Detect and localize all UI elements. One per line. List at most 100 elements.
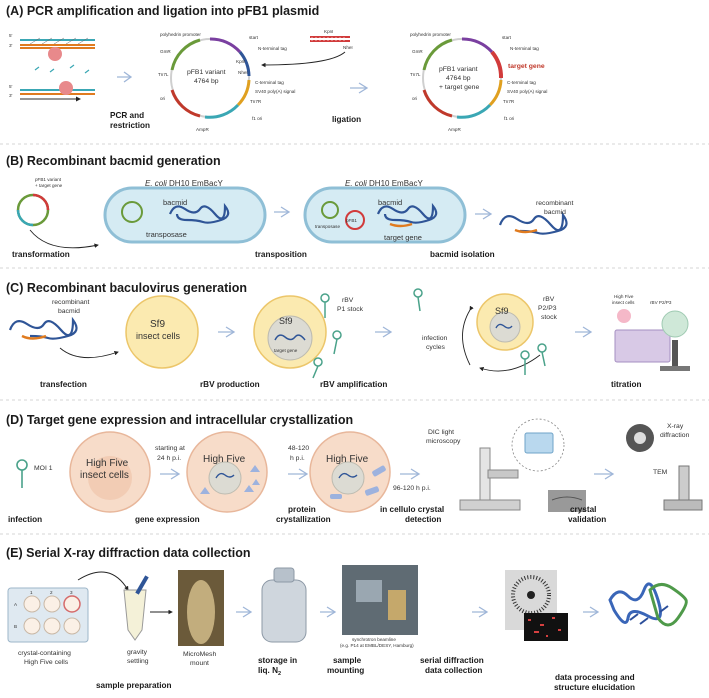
step-transformation: transformation: [12, 250, 70, 259]
step-serial-diffraction: data collection: [425, 666, 482, 675]
recombinant-bacmid-c: recombinant bacmid: [8, 299, 119, 358]
plasmid-pfb1-target: pFB1 variant 4764 bp + target gene polyh…: [410, 32, 547, 132]
strand-mark: 5': [9, 33, 13, 38]
pfb1-label: pFB1: [346, 218, 357, 223]
step-detection: detection: [405, 515, 441, 524]
section-a-title: (A) PCR amplification and ligation into …: [6, 4, 319, 18]
process-arrow: [350, 82, 369, 94]
step-storage: storage in: [258, 656, 297, 665]
insect-label: insect cells: [80, 470, 129, 481]
process-arrow: [375, 326, 393, 338]
virus-icons: [312, 293, 342, 379]
step-transposition: transposition: [255, 250, 307, 259]
process-arrow: [472, 606, 489, 618]
crystal-cells-label: crystal-containing: [18, 650, 71, 657]
insert-fragment: KpnI NheI: [261, 29, 353, 68]
section-c-title: (C) Recombinant baculovirus generation: [6, 281, 247, 295]
high-five-label: High Five: [203, 454, 246, 465]
p1-label: P1 stock: [337, 306, 364, 313]
xray-label: diffraction: [660, 432, 690, 439]
plasmid-size: 4764 bp: [446, 75, 471, 82]
feature-label: C-terminal tag: [255, 80, 284, 85]
sf9-label: Sf9: [495, 306, 509, 316]
process-arrow: [236, 606, 253, 618]
validation-tools: X-ray diffraction TEM: [626, 423, 703, 511]
process-arrow: [583, 606, 600, 618]
section-d-title: (D) Target gene expression and intracell…: [6, 413, 353, 427]
sf9-cell-1: Sf9 insect cells: [125, 295, 199, 369]
plasmid-size: 4764 bp: [194, 78, 219, 85]
rbv-p23-label: rBV P2/P3: [650, 300, 672, 305]
ecoli-cell-2: E. coli DH10 EmBacY transposase pFB1 bac…: [303, 179, 467, 244]
plate-row: B: [14, 624, 17, 629]
high-five-label: High Five: [86, 458, 129, 469]
insect-label: insect cells: [136, 331, 181, 341]
beamline-label: (e.g. P14 at EMBL/DESY, Hamburg): [340, 643, 414, 648]
sf9-cell-3: Sf9 infection cycles: [422, 293, 541, 372]
step-protein: protein: [288, 505, 316, 514]
step-crystallization: crystallization: [276, 515, 331, 524]
feature-label: N-terminal tag: [258, 46, 287, 51]
recombinant-label: bacmid: [58, 308, 80, 315]
feature-label: start: [502, 35, 512, 40]
micromesh-label: MicroMesh: [183, 651, 216, 658]
pcr-strands: 5' 3' 5' 3': [9, 33, 95, 102]
plate-col: 3: [70, 590, 73, 595]
high-five-cell-2: High Five: [186, 431, 268, 513]
high-five-cell-3: High Five: [309, 431, 391, 513]
feature-label: f1 ori: [504, 116, 514, 121]
step-transfection: transfection: [40, 380, 87, 389]
step-infection: infection: [8, 515, 42, 524]
feature-label: KpnI: [236, 59, 245, 64]
feature-label: Tn7R: [250, 99, 262, 104]
step-serial-diffraction: serial diffraction: [420, 656, 484, 665]
high-five-label: High Five: [326, 454, 369, 465]
transposase-label: transposase: [315, 224, 340, 229]
high-five-cell-1: High Five insect cells: [69, 431, 151, 513]
feature-label: AmpR: [448, 127, 461, 132]
polymerase-icon: [48, 47, 62, 61]
sf9-label: Sf9: [279, 316, 293, 326]
time-label: 24 h p.i.: [157, 455, 181, 462]
feature-label: ori: [160, 96, 165, 101]
titration-setup: High Five insect cells rBV P2/P3: [612, 294, 690, 371]
recombinant-bacmid: recombinant bacmid: [498, 200, 574, 235]
step-validation: validation: [568, 515, 606, 524]
process-arrow: [575, 326, 593, 338]
feature-label: Tn7L: [410, 72, 421, 77]
feature-label: polyhedrin promoter: [160, 32, 201, 37]
time-label: starting at: [155, 445, 185, 452]
process-arrow: [218, 326, 236, 338]
dic-label: DIC light: [428, 429, 454, 436]
step-storage: liq. N2: [258, 666, 281, 677]
plate-row: A: [14, 602, 18, 607]
feature-label: SV40 poly(A) signal: [255, 89, 295, 94]
moi-label: MOI 1: [34, 465, 53, 472]
ecoli-label: E. coli DH10 EmBacY: [345, 179, 423, 188]
sf9-label: Sf9: [150, 319, 165, 330]
process-arrow: [400, 468, 421, 480]
feature-label: GmR: [412, 49, 423, 54]
time-label: h p.i.: [290, 455, 305, 462]
step-rbv-production: rBV production: [200, 380, 260, 389]
xray-label: X-ray: [667, 423, 684, 430]
feature-label: f1 ori: [252, 116, 262, 121]
process-arrow: [117, 71, 133, 83]
target-gene-label: target gene: [274, 348, 298, 353]
process-arrow: [475, 208, 493, 220]
p2-label: P2/P3: [538, 305, 557, 312]
protein-structure: [608, 582, 688, 627]
feature-label: N-terminal tag: [510, 46, 539, 51]
step-restriction: restriction: [110, 121, 150, 130]
p2-label: stock: [541, 314, 557, 321]
tem-label: TEM: [653, 469, 668, 476]
sf9-cell-2: Sf9 target gene: [253, 295, 327, 369]
ecoli-cell-1: E. coli DH10 EmBacY bacmid transposase: [103, 179, 267, 244]
kpni-label: KpnI: [324, 29, 333, 34]
section-b-title: (B) Recombinant bacmid generation: [6, 154, 221, 168]
recombinant-label: recombinant: [536, 200, 574, 207]
tube: gravity settling: [123, 575, 173, 665]
step-gene-expression: gene expression: [135, 515, 200, 524]
small-plasmid: pFB1 variant + target gene: [16, 177, 99, 249]
